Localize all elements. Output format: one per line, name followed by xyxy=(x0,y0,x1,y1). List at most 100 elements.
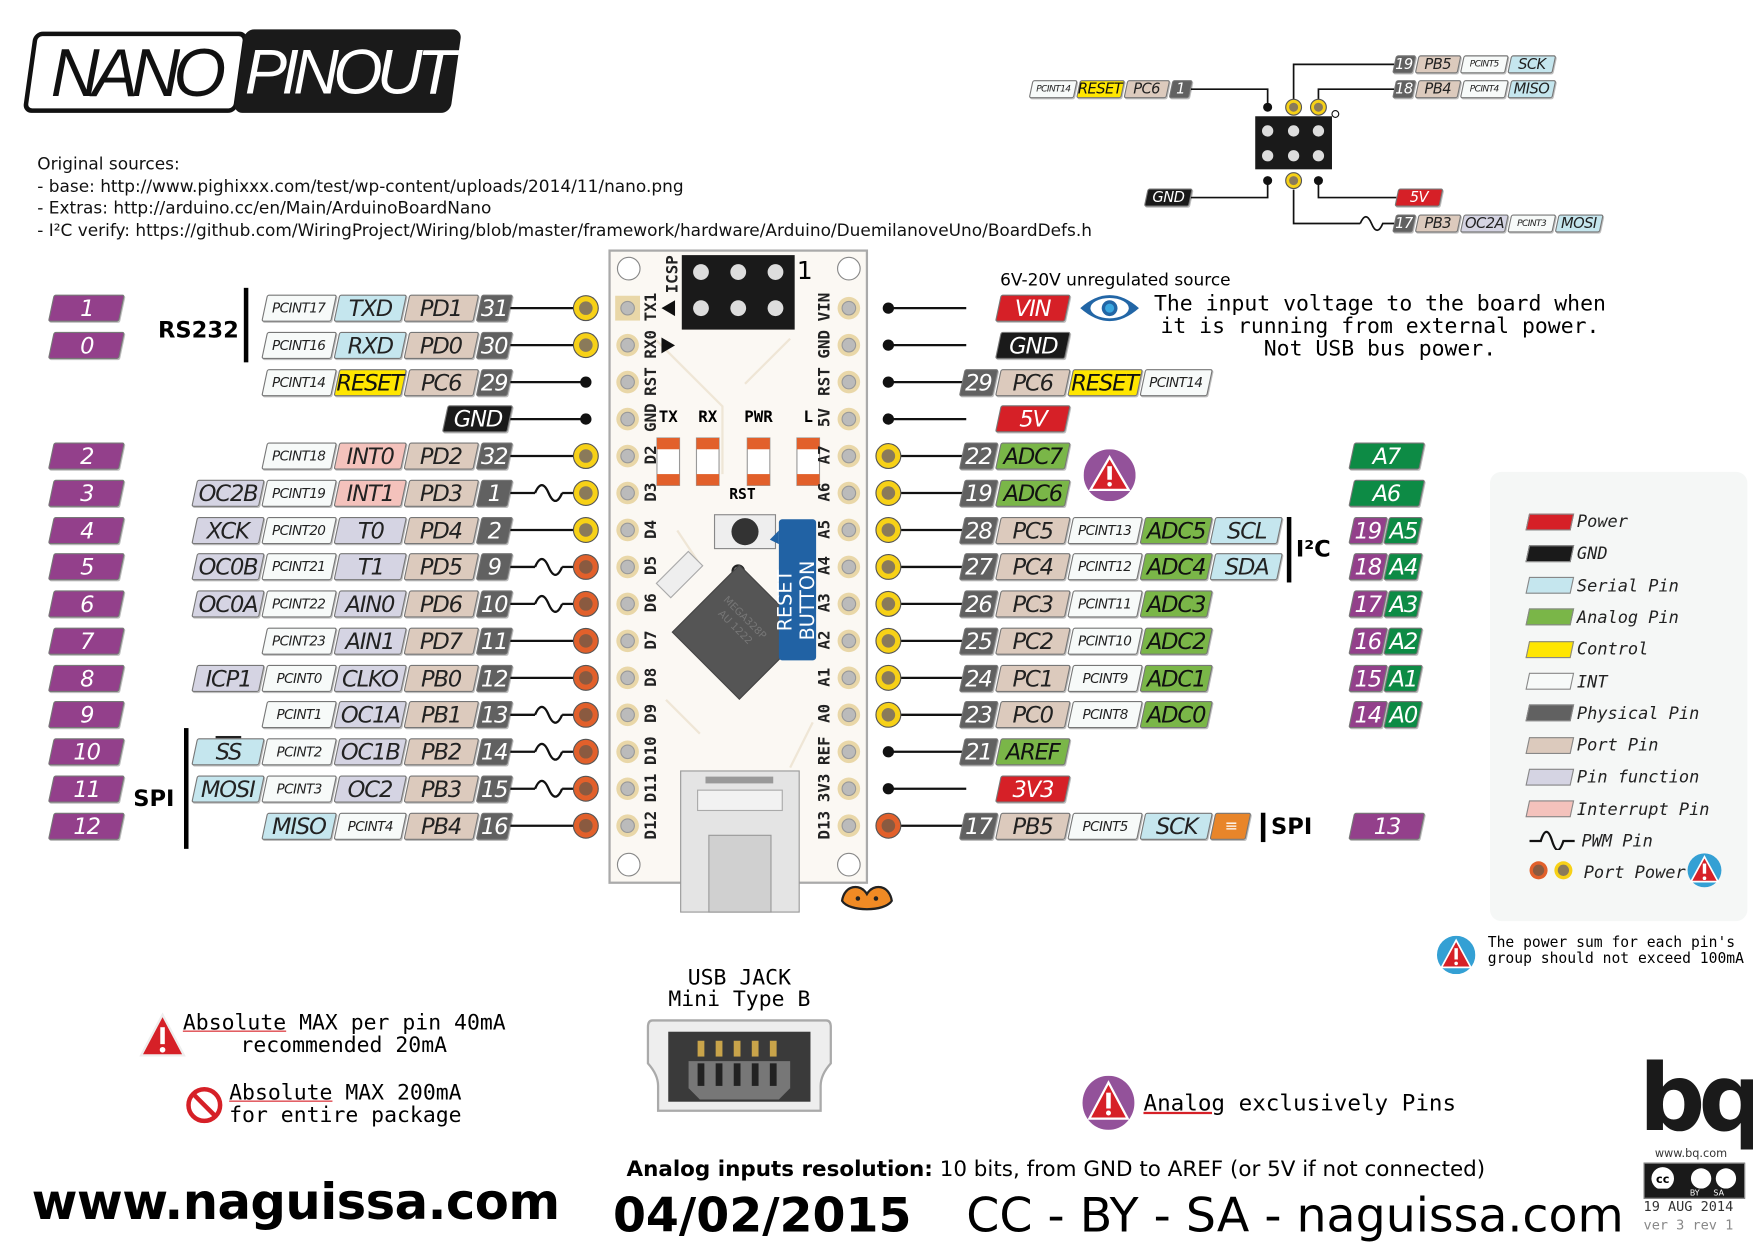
bq-logo: bq xyxy=(1639,1045,1753,1153)
legend-label: PWM Pin xyxy=(1581,830,1653,852)
analog-label: ADC3 xyxy=(1139,590,1213,618)
purple-label: 19 xyxy=(1348,516,1388,544)
vin-note-line: it is running from external power. xyxy=(1160,313,1600,339)
label-text: MOSI xyxy=(1561,215,1597,232)
label-text: 4 xyxy=(79,516,93,544)
legend-label: Power xyxy=(1576,511,1628,532)
pin-max-line2: recommended 20mA xyxy=(240,1032,448,1058)
rx-arrow-icon xyxy=(661,337,676,354)
label-text: RESET xyxy=(1071,368,1139,396)
func-label: OC2A xyxy=(1459,214,1509,233)
label-text: ADC6 xyxy=(1003,479,1063,507)
label-text: 9 xyxy=(487,553,502,581)
label-text: OC2 xyxy=(347,775,393,803)
func-label: OC0B xyxy=(191,553,265,581)
green-label: A0 xyxy=(1383,701,1423,729)
serial-label: MISO xyxy=(1507,80,1557,99)
int-label: PCINT4 xyxy=(1459,80,1509,99)
purple-label: 8 xyxy=(47,664,125,692)
label-text: ADC3 xyxy=(1146,590,1206,618)
label-text: PD0 xyxy=(420,331,463,359)
physical-label: 30 xyxy=(475,331,514,359)
serial-label: SCK xyxy=(1139,812,1213,840)
label-text: A7 xyxy=(1372,442,1401,470)
label-text: ADC0 xyxy=(1146,701,1206,729)
int-label: PCINT10 xyxy=(1067,627,1143,655)
icsp-pin1-label: 1 xyxy=(796,257,813,286)
website-link[interactable]: www.naguissa.com xyxy=(31,1173,561,1232)
label-text: PD1 xyxy=(420,294,463,322)
port-label: PB4 xyxy=(1414,80,1462,99)
label-text: SCL xyxy=(1226,516,1266,544)
label-text: PCINT14 xyxy=(272,374,326,391)
int-label: PCINT17 xyxy=(261,294,338,322)
label-text: PCINT4 xyxy=(347,817,393,834)
label-text: PCINT1 xyxy=(276,706,322,723)
pin-max-underlined: Absolute xyxy=(182,1010,287,1036)
serial-label: SDA xyxy=(1209,553,1283,581)
green-label: A6 xyxy=(1348,479,1426,507)
physical-label: 24 xyxy=(958,664,999,692)
label-text: 31 xyxy=(481,294,508,322)
reset-button-label[interactable]: RESET BUTTON xyxy=(774,560,820,641)
pwm-wave-icon xyxy=(534,705,564,724)
label-text: 14 xyxy=(481,738,508,766)
label-text: 6 xyxy=(79,590,93,618)
int-label: PCINT5 xyxy=(1067,812,1143,840)
label-text: PB3 xyxy=(1424,215,1452,232)
port-label: PD2 xyxy=(403,442,480,470)
physical-label: 15 xyxy=(475,775,514,803)
green-label: A4 xyxy=(1383,553,1423,581)
bug-logo-icon xyxy=(840,885,893,911)
label-text: 17 xyxy=(965,812,992,840)
legend-label: Interrupt Pin xyxy=(1576,798,1710,820)
eye-icon xyxy=(1080,295,1139,322)
green-label: A2 xyxy=(1383,627,1423,655)
physical-label: 9 xyxy=(475,553,514,581)
crystal xyxy=(655,550,704,599)
purple-label: 3 xyxy=(47,479,125,507)
gnd-label: GND xyxy=(994,331,1071,359)
pwm-wave-icon xyxy=(1527,827,1577,854)
rs232-group-label: RS232 xyxy=(158,316,239,344)
physical-label: 16 xyxy=(475,812,514,840)
version: ver 3 rev 1 xyxy=(1643,1216,1734,1233)
port-label: PC2 xyxy=(994,627,1071,655)
label-text: PCINT9 xyxy=(1082,669,1128,686)
label-text: PC0 xyxy=(1012,701,1054,729)
legend-item: INT xyxy=(1525,670,1608,693)
int-label: PCINT23 xyxy=(261,627,338,655)
port-label: PB0 xyxy=(403,664,480,692)
legend-item: Power xyxy=(1525,510,1628,533)
board-pin-label: D12 xyxy=(642,810,661,839)
int-label: PCINT11 xyxy=(1067,590,1143,618)
label-text: 1 xyxy=(487,479,502,507)
label-text: PD4 xyxy=(420,516,463,544)
control-label: RESET xyxy=(333,368,407,396)
usb-label-line: Mini Type B xyxy=(668,986,811,1012)
license-text: CC - BY - SA - naguissa.com xyxy=(966,1187,1624,1243)
label-text: 30 xyxy=(481,331,508,359)
int-label: PCINT20 xyxy=(261,516,338,544)
label-text: 16 xyxy=(1354,627,1382,655)
legend-swatch xyxy=(1525,576,1575,594)
led-label: L xyxy=(803,408,813,427)
label-text: A2 xyxy=(1389,627,1417,655)
label-text: PD7 xyxy=(420,627,463,655)
int-label: PCINT18 xyxy=(261,442,338,470)
power-note-line: The power sum for each pin's xyxy=(1487,934,1736,952)
purple-label: 4 xyxy=(47,516,125,544)
port-label: PD6 xyxy=(403,590,480,618)
label-text: 1 xyxy=(79,294,93,322)
serial-label: SCK xyxy=(1507,55,1557,74)
legend-swatch xyxy=(1525,544,1575,562)
label-text: PB4 xyxy=(421,812,462,840)
port-label: PC3 xyxy=(994,590,1071,618)
label-text: 5V xyxy=(1019,405,1047,433)
spi-right-bracket xyxy=(1260,812,1266,843)
legend-label: Control xyxy=(1576,639,1649,660)
label-text: PB3 xyxy=(421,775,462,803)
pin-dot xyxy=(882,413,895,425)
label-text: 23 xyxy=(965,701,992,729)
